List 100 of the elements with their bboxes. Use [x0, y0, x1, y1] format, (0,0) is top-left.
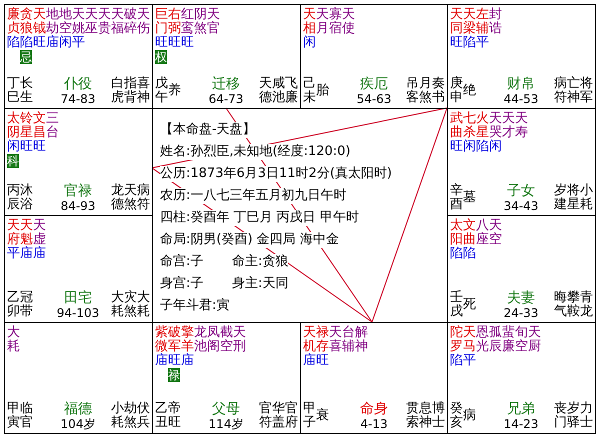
palace-cell	[447, 4, 596, 109]
star-name: 旬空	[515, 326, 528, 354]
star-name: 天厨	[528, 326, 541, 354]
star-name: 天才	[502, 112, 515, 140]
star-name: 孤辰	[489, 326, 502, 354]
star-name: 蜚廉	[502, 326, 515, 354]
star-name: 七杀	[463, 112, 476, 140]
star-name: 阴煞	[194, 8, 207, 36]
star-name: 天相	[303, 8, 316, 36]
minor-star-name: 息神	[419, 402, 432, 430]
palace-cell	[4, 322, 153, 434]
palace-name: 财帛	[506, 77, 536, 91]
palace-cell	[4, 4, 153, 109]
brightness-text: 闲旺旺	[7, 140, 46, 154]
age-range: 44-53	[502, 92, 540, 106]
star-name: 地劫	[46, 8, 59, 36]
star-name: 天巫	[85, 8, 98, 36]
star-name: 天使	[342, 8, 355, 36]
palace-name: 父母	[211, 402, 241, 416]
minor-star-name: 小耗	[580, 184, 593, 212]
life-stage-text: 冠带	[20, 291, 33, 319]
life-stage-text: 病	[463, 409, 476, 423]
star-name: 天钺	[33, 8, 46, 36]
center-panel	[447, 108, 596, 216]
star-name: 铃星	[20, 112, 33, 140]
brightness-text: 庙旺	[303, 354, 329, 368]
star-name: 解神	[355, 326, 368, 354]
minor-star-name: 咸池	[272, 77, 285, 105]
minor-star-name: 月煞	[419, 77, 432, 105]
minor-star-name: 伏兵	[137, 402, 150, 430]
minor-star-name: 丧门	[554, 402, 567, 430]
brightness-text: 平庙庙	[7, 247, 46, 261]
star-name: 龙池	[194, 326, 207, 354]
minor-star-name: 喜神	[137, 77, 150, 105]
star-name: 紫微	[155, 326, 168, 354]
minor-star-name: 龙德	[111, 184, 124, 212]
age-range: 54-63	[356, 92, 392, 106]
info-text: 子年斗君:寅	[160, 298, 230, 314]
minor-star-name: 天德	[259, 77, 272, 105]
star-name: 太阴	[7, 112, 20, 140]
life-stage-text: 死	[463, 298, 476, 312]
star-name: 天魁	[20, 219, 33, 247]
stem-branch-text: 壬戌	[450, 291, 463, 319]
life-stage-text: 衰	[316, 409, 329, 423]
star-name: 寡宿	[329, 8, 342, 36]
life-stage-text: 长生	[20, 77, 33, 105]
star-name: 火星	[476, 112, 489, 140]
info-text: 农历:一八七三年五月初九日午时	[160, 188, 346, 204]
star-name: 陀罗	[450, 326, 463, 354]
star-name: 凤阁	[207, 326, 220, 354]
star-name: 武曲	[450, 112, 463, 140]
age-range: 14-23	[502, 417, 540, 431]
info-text: 公历:1873年6月3日11时2分(真太阳时)	[160, 166, 392, 182]
connector-line	[372, 108, 448, 322]
minor-star-name: 亡神	[567, 77, 580, 105]
minor-star-name: 青龙	[580, 291, 593, 319]
stem-branch-text: 乙卯	[7, 291, 20, 319]
age-range: 4-13	[359, 417, 389, 431]
brightness-text: 闲	[303, 36, 316, 50]
info-text: 身主:天同	[232, 276, 288, 292]
minor-star-name: 天煞	[124, 184, 137, 212]
stem-branch-text: 己未	[303, 77, 316, 105]
minor-star-name: 病符	[554, 77, 567, 105]
stem-branch-text: 甲子	[303, 402, 316, 430]
palace-name: 疾厄	[359, 77, 389, 91]
life-stage-text: 墓	[463, 191, 476, 205]
stem-branch-text: 甲寅	[7, 402, 20, 430]
stem-branch-text: 丙辰	[7, 184, 20, 212]
info-text: 姓名:孙烈臣,未知地(经度:120:0)	[160, 144, 350, 160]
palace-name: 仆役	[63, 77, 93, 91]
stem-branch-text: 乙丑	[155, 402, 168, 430]
star-name: 天机	[303, 326, 316, 354]
age-range: 104岁	[60, 417, 96, 431]
star-name: 天哭	[489, 112, 502, 140]
transformation-badge: 权	[155, 50, 167, 64]
brightness-text: 陷陷	[450, 247, 476, 261]
star-name: 三台	[46, 112, 59, 140]
palace-name: 命身	[359, 402, 389, 416]
star-name: 天姚	[72, 8, 85, 36]
star-name: 天伤	[137, 8, 150, 36]
transformation-badge: 禄	[168, 368, 180, 382]
minor-star-name: 将星	[567, 184, 580, 212]
star-name: 红鸾	[181, 8, 194, 36]
star-name: 文曲	[463, 219, 476, 247]
minor-star-name: 劫煞	[124, 402, 137, 430]
palace-name: 兄弟	[506, 402, 536, 416]
minor-star-name: 贯索	[406, 402, 419, 430]
star-name: 左辅	[476, 8, 489, 36]
palace-cell	[300, 322, 448, 434]
star-name: 天喜	[329, 326, 342, 354]
star-name: 恩光	[476, 326, 489, 354]
star-name: 天官	[207, 8, 220, 36]
minor-star-name: 岁驿	[567, 402, 580, 430]
palace-name: 田宅	[63, 291, 93, 305]
minor-star-name: 博士	[432, 402, 445, 430]
brightness-text: 庙旺庙	[155, 354, 194, 368]
star-name: 天马	[463, 326, 476, 354]
palace-name: 官禄	[63, 184, 93, 198]
star-name: 禄存	[316, 326, 329, 354]
info-text: 四柱:癸酉年 丁巳月 丙戌日 甲午时	[160, 210, 359, 226]
